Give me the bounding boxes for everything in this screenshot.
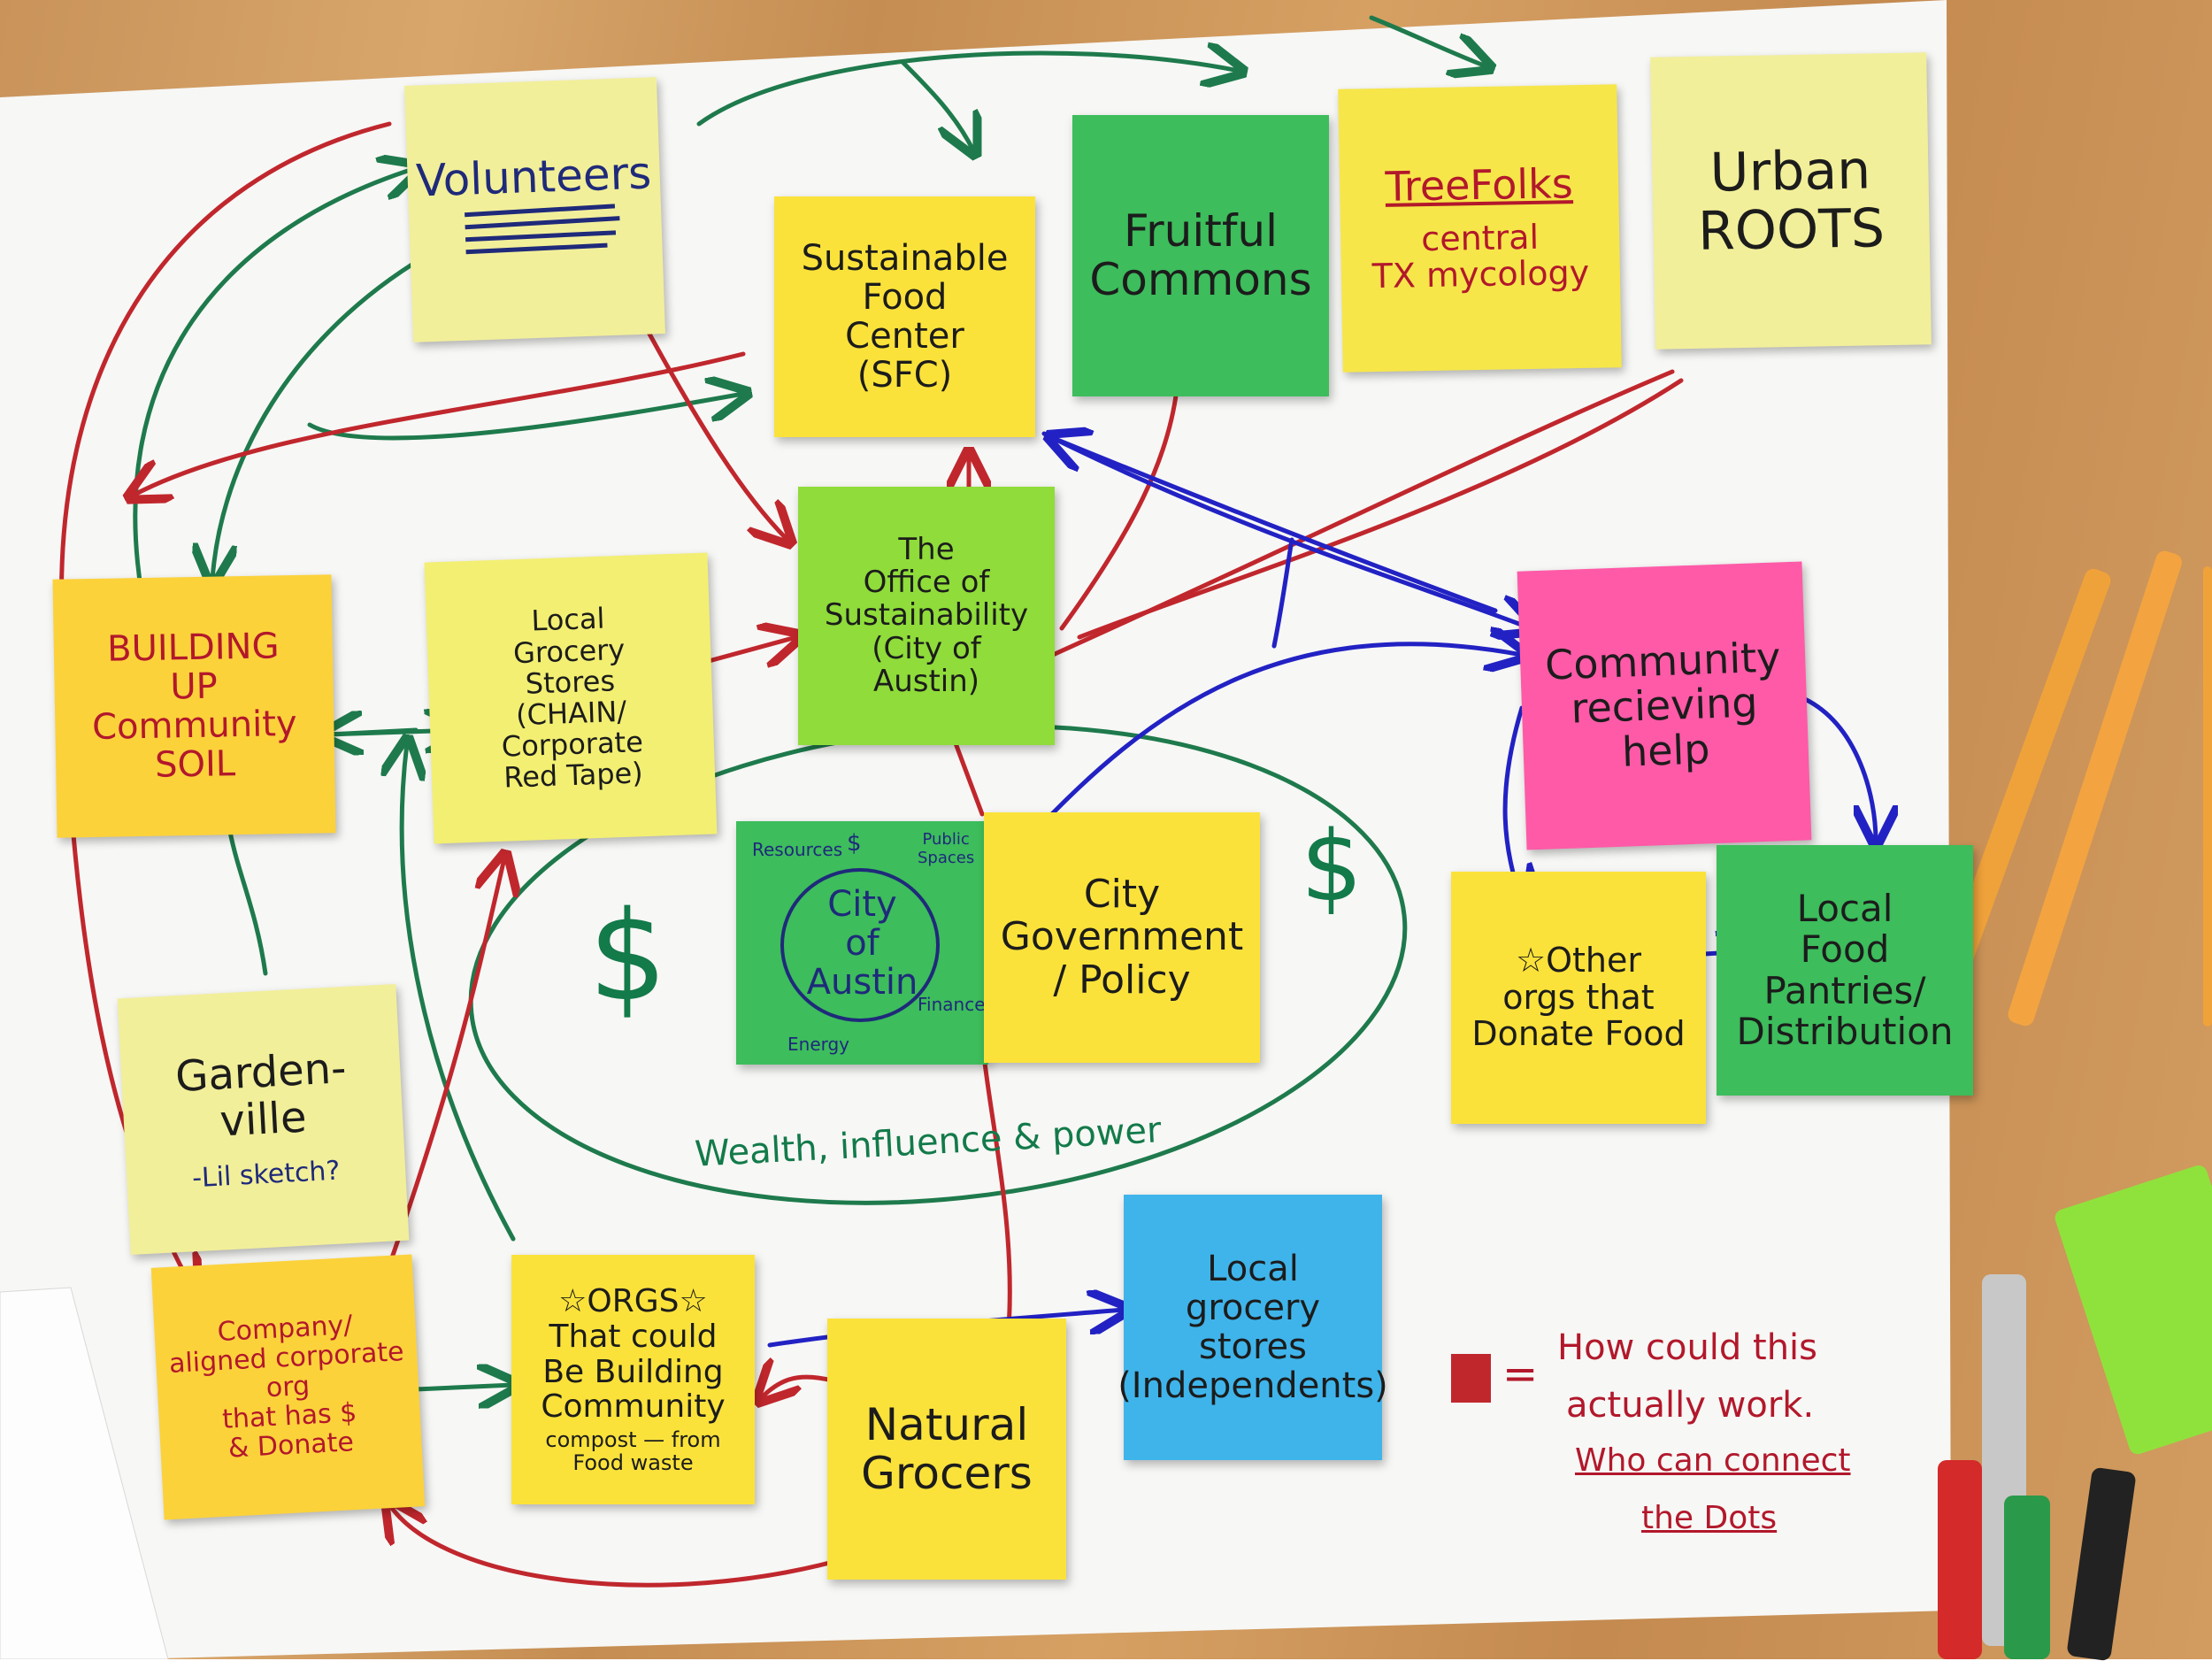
note-office-sustainability[interactable]: The Office of Sustainability (City of Au… [798, 487, 1055, 745]
arrow-office-city [1271, 537, 1294, 649]
arrow-garden-soil [227, 829, 268, 976]
city-austin-energy: Energy [787, 1034, 850, 1055]
note-treefolks[interactable]: TreeFolks central TX mycology [1338, 84, 1622, 373]
city-austin-circle [780, 868, 940, 1022]
note-volunteers-text: Volunteers [415, 146, 653, 207]
legend-line-2: actually work. [1566, 1385, 1815, 1426]
ellipse-dollar-left: $ [588, 885, 668, 1029]
note-treefolks-title: TreeFolks [1385, 159, 1574, 211]
arrow-natural-compost [761, 1377, 834, 1398]
note-fruitful-text: Fruitful Commons [1089, 205, 1312, 305]
note-orgs-compost-sub: compost — from Food waste [545, 1426, 721, 1476]
note-natural-grocers-text: Natural Grocers [861, 1398, 1033, 1499]
note-sfc-text: Sustainable Food Center (SFC) [801, 238, 1009, 396]
note-urban-roots-text: Urban ROOTS [1697, 139, 1886, 263]
note-natural-grocers[interactable]: Natural Grocers [827, 1319, 1066, 1580]
legend-equals: = [1502, 1350, 1539, 1399]
note-local-grocery-chain[interactable]: Local Grocery Stores (CHAIN/ Corporate R… [424, 552, 718, 844]
arrow-city-community [1024, 644, 1522, 843]
note-company[interactable]: Company/ aligned corporate org that has … [150, 1254, 426, 1520]
note-city-government-text: City Government / Policy [1000, 871, 1244, 1003]
note-community-help[interactable]: Community recieving help [1517, 561, 1812, 850]
note-orgs-compost-text: ☆ORGS☆ That could Be Building Community [541, 1283, 726, 1426]
marker-green [2004, 1496, 2050, 1659]
note-fruitful-commons[interactable]: Fruitful Commons [1072, 115, 1329, 396]
note-other-orgs[interactable]: ☆Other orgs that Donate Food [1451, 872, 1706, 1124]
note-gardenville-text: Garden- ville [173, 1042, 348, 1147]
note-company-text: Company/ aligned corporate org that has … [168, 1310, 405, 1465]
note-office-text: The Office of Sustainability (City of Au… [824, 531, 1029, 700]
arrow-company-grocery [387, 858, 504, 1268]
arrow-soil-sfc [307, 394, 743, 441]
arrow-top-right [1369, 15, 1486, 66]
arrow-office-fruitful [1059, 387, 1179, 631]
note-treefolks-sub: central TX mycology [1371, 217, 1590, 296]
note-gardenville[interactable]: Garden- ville -Lil sketch? [117, 983, 410, 1256]
legend-line-3: Who can connect [1575, 1442, 1851, 1479]
legend-red-swatch [1451, 1354, 1491, 1403]
city-austin-public-spaces: Public Spaces [918, 830, 975, 867]
note-gardenville-sub: -Lil sketch? [191, 1155, 342, 1195]
note-community-help-text: Community recieving help [1544, 633, 1782, 776]
arrow-company-compost [413, 1385, 513, 1389]
note-local-food-pantries-text: Local Food Pantries/ Distribution [1736, 887, 1954, 1053]
orange-pen-3 [2203, 566, 2212, 1027]
city-austin-dollar: $ [847, 830, 862, 857]
note-building-soil[interactable]: BUILDING UP Community SOIL [52, 574, 336, 838]
arrow-grocery-office [696, 637, 796, 664]
arrow-top-arc [696, 53, 1239, 127]
note-building-soil-text: BUILDING UP Community SOIL [91, 626, 298, 786]
ellipse-dollar-right: $ [1301, 810, 1363, 923]
arrow-community-pantries [1802, 696, 1876, 841]
arrow-volunteers-soil [212, 254, 427, 580]
note-other-orgs-text: ☆Other orgs that Donate Food [1471, 940, 1686, 1054]
legend-line-1: How could this [1557, 1327, 1818, 1368]
marker-red [1938, 1460, 1982, 1659]
city-austin-resources: Resources [752, 839, 843, 860]
arrow-city-office [953, 741, 985, 817]
note-sustainable-food-center[interactable]: Sustainable Food Center (SFC) [774, 196, 1035, 437]
arrow-sfc-community [1041, 431, 1531, 628]
arrow-natural-company [389, 1504, 852, 1588]
legend-line-4: the Dots [1641, 1500, 1778, 1536]
note-city-of-austin-text: City of Austin [806, 883, 918, 1003]
note-local-grocery-chain-text: Local Grocery Stores (CHAIN/ Corporate R… [501, 602, 644, 796]
note-local-food-pantries[interactable]: Local Food Pantries/ Distribution [1717, 845, 1973, 1096]
city-austin-finance: Finance [918, 994, 986, 1015]
arrow-top-arc2 [900, 59, 973, 150]
note-city-of-austin[interactable]: City of Austin Resources $ Public Spaces… [736, 821, 988, 1065]
arrow-soil-volunteers [133, 168, 416, 596]
arrow-sfc-office [643, 325, 787, 540]
volunteers-scribble-lines [464, 203, 620, 254]
note-local-grocery-independents-text: Local grocery stores (Independents) [1118, 1249, 1388, 1406]
arrow-office-urbanroots [1050, 369, 1675, 657]
arrow-community-sfc [1053, 438, 1498, 613]
note-volunteers[interactable]: Volunteers [404, 77, 665, 342]
note-local-grocery-independents[interactable]: Local grocery stores (Independents) [1118, 1195, 1388, 1460]
arrow-sfc-left [133, 351, 746, 496]
arrow-grocery-soil [327, 730, 419, 734]
note-urban-roots[interactable]: Urban ROOTS [1650, 52, 1932, 350]
note-orgs-compost[interactable]: ☆ORGS☆ That could Be Building Community … [511, 1255, 755, 1504]
note-city-government[interactable]: City Government / Policy [984, 812, 1260, 1063]
arrow-compost-up [402, 743, 516, 1242]
